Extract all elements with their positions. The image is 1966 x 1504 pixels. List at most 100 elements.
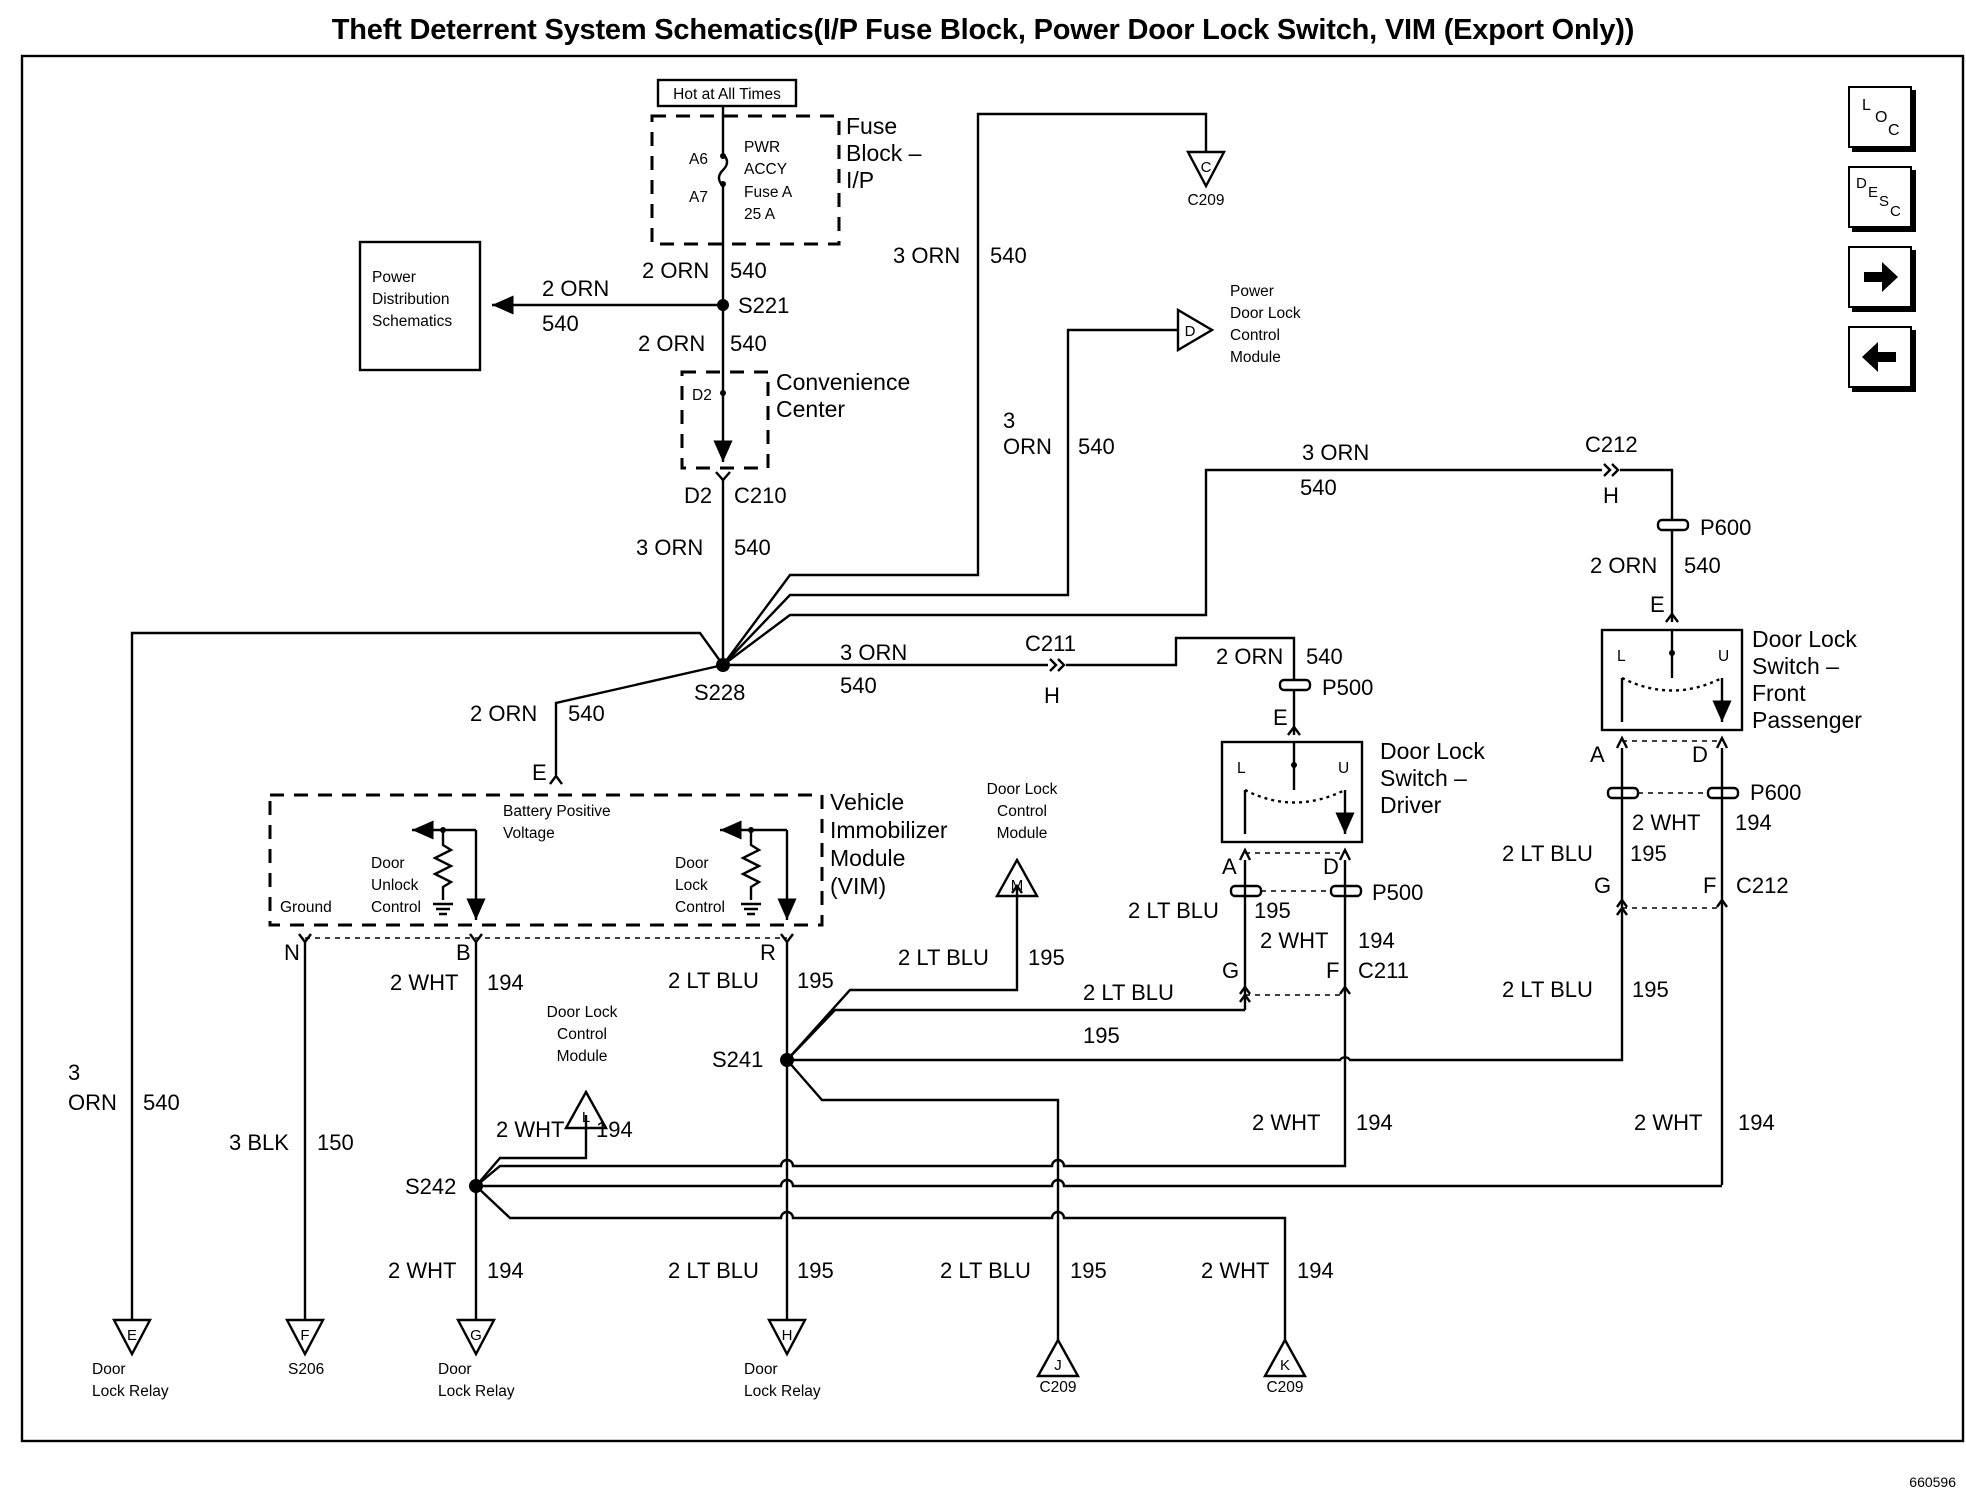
wire-195: 195 [797,968,834,993]
previous-button[interactable] [1848,326,1912,388]
pin-d2: D2 [684,483,712,508]
figure-code: 660596 [1909,1474,1956,1490]
wire-3blk: 3 BLK [229,1130,289,1155]
vim-name-2: Immobilizer [830,817,948,843]
diagram-border [20,54,1965,1443]
wire-2orn: 2 ORN [1216,644,1283,669]
wire-2wht: 2 WHT [388,1258,456,1283]
offpage-caption: C209 [1039,1379,1076,1396]
wire-2ltblu: 2 LT BLU [1502,977,1593,1002]
pin-e: E [1273,705,1288,730]
pin-n: N [284,940,300,965]
wire-540: 540 [730,331,767,356]
connector-triangle-icon [994,857,1040,898]
driver-u: U [1338,760,1349,777]
wire-2wht: 2 WHT [390,970,458,995]
wire-2wht: 2 WHT [496,1117,564,1142]
connector-triangle-icon [767,1318,807,1357]
offpage-caption: Lock Relay [92,1383,169,1400]
fuse-line-4: 25 A [744,206,776,223]
connector-c211: C211 [1025,631,1076,656]
wire-194: 194 [1297,1258,1334,1283]
wire-2orn: 2 ORN [638,331,705,356]
connector-triangle-icon [1035,1337,1081,1378]
connector-triangle-icon [1262,1337,1308,1378]
wire-3orn: 3 ORN [840,640,907,665]
wire-195: 195 [1632,977,1669,1002]
conv-pin-d2: D2 [692,387,712,404]
pass-name-2: Switch – [1752,653,1839,679]
pin-g: G [1222,958,1239,983]
wire-194: 194 [1358,928,1395,953]
wire-2wht: 2 WHT [1632,810,1700,835]
pin-e: E [1650,592,1665,617]
offpage-letter: C [1201,159,1212,176]
power-dist-line-3: Schematics [372,313,452,330]
connector-p600: P600 [1700,515,1751,540]
wire-540: 540 [730,258,767,283]
offpage-caption: Control [1230,327,1280,344]
pin-e: E [532,760,547,785]
convenience-name-1: Convenience [776,369,910,395]
pin-a: A [1222,854,1237,879]
connector-p500-pin [1278,678,1312,692]
wire-2wht: 2 WHT [1260,928,1328,953]
power-dist-line-2: Distribution [372,291,450,308]
offpage-caption: Power [1230,283,1274,300]
fuse-block-name-3: I/P [846,167,874,193]
offpage-caption: Door Lock [987,781,1058,798]
wire-540: 540 [542,311,579,336]
wire-2ltblu: 2 LT BLU [668,1258,759,1283]
wire-540: 540 [1300,475,1337,500]
next-button[interactable] [1848,246,1912,308]
loc-icon: LOC [1862,97,1900,139]
splice-s242-label: S242 [405,1174,456,1199]
wire-195: 195 [797,1258,834,1283]
driver-name-3: Driver [1380,792,1442,818]
offpage-caption: Module [557,1048,608,1065]
vim-batt-2: Voltage [503,825,555,842]
lock-resistor-icon [740,830,762,900]
connector-p500: P500 [1372,880,1423,905]
offpage-letter: G [470,1327,482,1344]
offpage-caption: Door Lock [1230,305,1301,322]
offpage-caption: Lock Relay [438,1383,515,1400]
vim-lock-3: Control [675,899,725,916]
offpage-letter: D [1185,323,1196,340]
connector-p600: P600 [1750,780,1801,805]
wire-195: 195 [1070,1258,1107,1283]
wire-195: 195 [1083,1023,1120,1048]
wire-2ltblu: 2 LT BLU [668,968,759,993]
wire-540: 540 [734,535,771,560]
wire-orn: ORN [68,1090,117,1115]
wire-2ltblu: 2 LT BLU [940,1258,1031,1283]
offpage-caption: Door [92,1361,126,1378]
wire-540: 540 [840,673,877,698]
vim-unlock-1: Door [371,855,405,872]
wire-194: 194 [487,970,524,995]
vim-name-4: (VIM) [830,873,886,899]
splice-s241-label: S241 [712,1047,763,1072]
wire-2ltblu: 2 LT BLU [898,945,989,970]
offpage-caption: Door [744,1361,778,1378]
offpage-caption: S206 [288,1361,324,1378]
splice-s221-label: S221 [738,293,789,318]
pin-f: F [1703,873,1716,898]
wire-194: 194 [1356,1110,1393,1135]
offpage-caption: C209 [1266,1379,1303,1396]
pin-h: H [1044,683,1060,708]
wire-540: 540 [1306,644,1343,669]
wire-195: 195 [1630,841,1667,866]
connector-triangle-icon [112,1318,152,1357]
arrow-left-icon [1862,342,1896,372]
